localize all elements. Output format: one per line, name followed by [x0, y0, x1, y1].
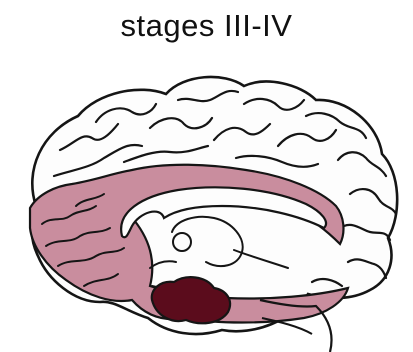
brain-medial-view	[0, 0, 413, 352]
